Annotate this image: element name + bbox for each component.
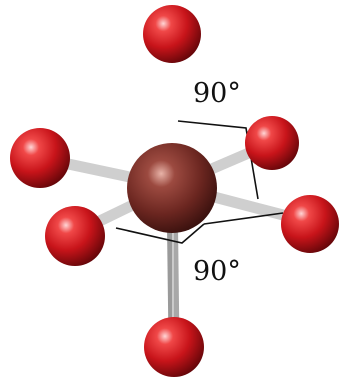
ligand-atom-right [281, 195, 339, 253]
ligand-atom-back-right [245, 116, 299, 170]
central-atom [127, 143, 217, 233]
angle-marker-top [177, 120, 259, 200]
ligand-atom-bottom [144, 317, 204, 377]
ligand-atom-front-left [45, 206, 105, 266]
angle-marker-bottom [203, 212, 284, 225]
ligand-atom-top [143, 5, 201, 63]
angle-label-top: 90° [193, 78, 241, 109]
ligand-atom-left [10, 128, 70, 188]
right-angle-markers [115, 120, 284, 244]
angle-label-bottom: 90° [193, 256, 241, 287]
angle-marker-bottom-corner [115, 223, 205, 244]
